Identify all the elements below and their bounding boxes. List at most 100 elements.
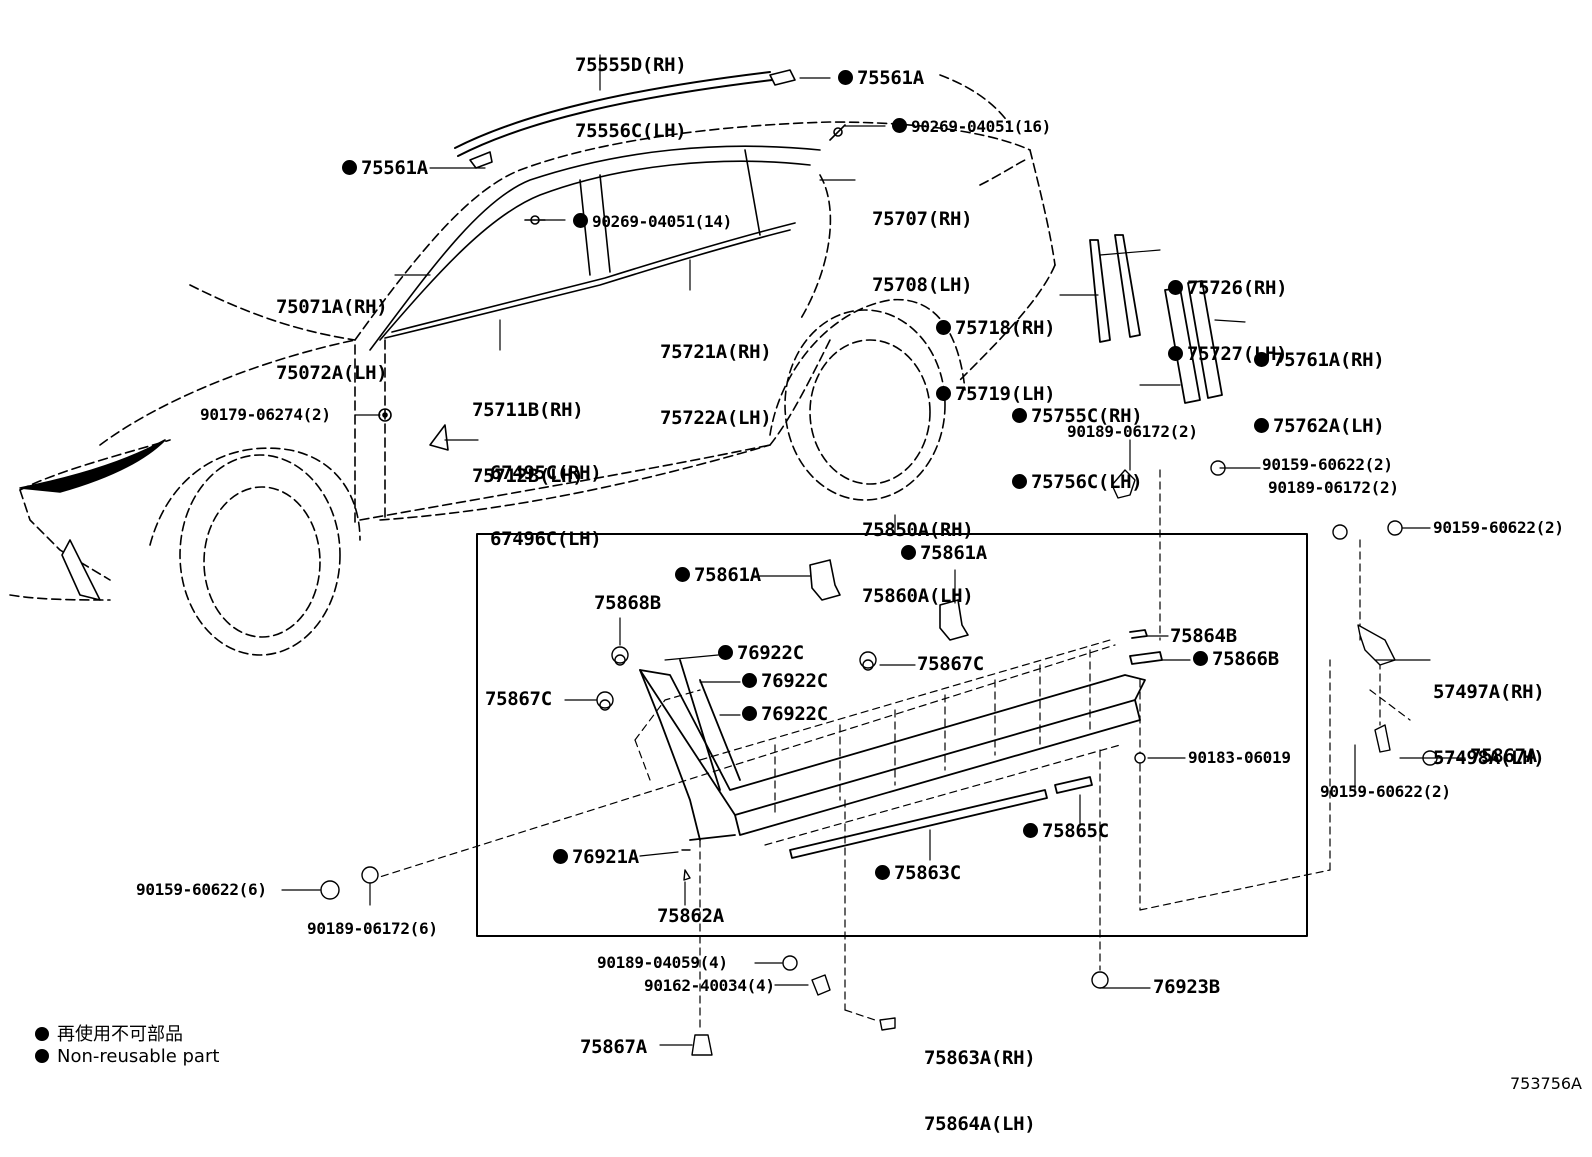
fasteners	[320, 460, 1438, 1056]
label-75718: 75718(RH) 75719(LH)	[936, 273, 1056, 427]
label-75863c: 75863C	[875, 862, 961, 884]
nonreusable-dot-icon	[936, 320, 951, 335]
label-75761-lh: 75762A(LH)	[1273, 415, 1385, 437]
label-75711: 75711B(RH) 75712B(LH)	[472, 355, 584, 509]
assembly-box	[476, 533, 1308, 937]
label-75071: 75071A(RH) 75072A(LH)	[276, 252, 388, 406]
label-75865: 75865C	[1023, 820, 1109, 842]
nonreusable-dot-icon	[901, 545, 916, 560]
label-75711-rh: 75711B(RH)	[472, 399, 584, 421]
parts-diagram: 75555D(RH) 75556C(LH) 75561A 90269-04051…	[9, 10, 1582, 1135]
label-90159-l: 90159-60622(6)	[136, 880, 267, 899]
label-75721-rh: 75721A(RH)	[660, 341, 772, 363]
label-75850-lh: 75860A(LH)	[862, 585, 974, 607]
label-76921: 76921A	[553, 846, 639, 868]
label-75721: 75721A(RH) 75722A(LH)	[660, 297, 772, 451]
label-text: 75561A	[361, 157, 428, 179]
label-57497-rh: 57497A(RH)	[1433, 681, 1545, 703]
nonreusable-dot-icon	[35, 1049, 49, 1063]
nonreusable-dot-icon	[35, 1027, 49, 1041]
label-75866: 75866B	[1193, 648, 1279, 670]
label-text: 76922C	[761, 670, 828, 692]
legend-en: Non-reusable part	[35, 1046, 219, 1067]
label-75863a: 75863A(RH) 75864A(LH)	[924, 1003, 1036, 1157]
label-75850-rh: 75850A(RH)	[862, 519, 974, 541]
nonreusable-dot-icon	[875, 865, 890, 880]
leader-lines	[354, 54, 1246, 441]
label-90159-r1: 90159-60622(2)	[1262, 455, 1393, 474]
nonreusable-dot-icon	[742, 706, 757, 721]
nonreusable-dot-icon	[573, 213, 588, 228]
assembly-dashes	[369, 469, 1411, 1031]
label-text: 90269-04051(14)	[592, 212, 732, 231]
label-76922-b: 76922C	[742, 670, 828, 692]
nonreusable-dot-icon	[1012, 474, 1027, 489]
label-67495-lh: 67496C(LH)	[490, 528, 602, 550]
legend-jp-text: 再使用不可部品	[57, 1024, 183, 1045]
label-75867a-b: 75867A	[580, 1036, 647, 1058]
rocker-panel	[639, 629, 1163, 859]
label-75555-rh: 75555D(RH)	[575, 54, 687, 76]
label-76923: 76923B	[1153, 976, 1220, 998]
label-text: 75861A	[920, 542, 987, 564]
nonreusable-dot-icon	[1168, 280, 1183, 295]
label-90189-r1: 90189-06172(2)	[1067, 422, 1198, 441]
label-text: 75561A	[857, 67, 924, 89]
label-75561-top: 75561A	[838, 67, 924, 89]
nonreusable-dot-icon	[892, 118, 907, 133]
label-90189-r2: 90189-06172(2)	[1268, 478, 1399, 497]
label-75863a-lh: 75864A(LH)	[924, 1113, 1036, 1135]
label-75711-lh: 75712B(LH)	[472, 465, 584, 487]
nonreusable-dot-icon	[838, 70, 853, 85]
label-text: 75863C	[894, 862, 961, 884]
small-clips	[378, 124, 846, 451]
label-75862: 75862A	[657, 905, 724, 927]
label-67495: 67495C(RH) 67496C(LH)	[490, 418, 602, 572]
nonreusable-dot-icon	[718, 645, 733, 660]
label-75721-lh: 75722A(LH)	[660, 407, 772, 429]
label-75864b: 75864B	[1170, 625, 1237, 647]
label-text: 76922C	[761, 703, 828, 725]
label-90159-r3: 90159-60622(2)	[1320, 782, 1451, 801]
nonreusable-dot-icon	[1254, 352, 1269, 367]
label-75867a-r: 75867A	[1470, 745, 1537, 767]
label-75868: 75868B	[594, 592, 661, 614]
label-75561-left: 75561A	[342, 157, 428, 179]
label-75071-rh: 75071A(RH)	[276, 296, 388, 318]
label-90189-l: 90189-06172(6)	[307, 919, 438, 938]
nonreusable-dot-icon	[553, 849, 568, 864]
label-76922-c: 76922C	[742, 703, 828, 725]
label-75755: 75755C(RH) 75756C(LH)	[1012, 361, 1143, 515]
label-75761-rh: 75761A(RH)	[1273, 349, 1385, 371]
nonreusable-dot-icon	[936, 386, 951, 401]
label-text: 90269-04051(16)	[911, 117, 1051, 136]
diagram-code: 753756A	[1509, 1074, 1582, 1093]
roof-molding	[454, 69, 796, 169]
nonreusable-dot-icon	[675, 567, 690, 582]
label-75555: 75555D(RH) 75556C(LH)	[575, 10, 687, 164]
label-75707-rh: 75707(RH)	[872, 208, 973, 230]
label-75718-rh: 75718(RH)	[955, 317, 1056, 339]
label-75850: 75850A(RH) 75860A(LH)	[862, 475, 974, 629]
label-90159-r2: 90159-60622(2)	[1433, 518, 1564, 537]
label-57497-lh: 57498A(LH)	[1433, 747, 1545, 769]
label-90269-16: 90269-04051(16)	[892, 117, 1051, 137]
label-67495-rh: 67495C(RH)	[490, 462, 602, 484]
nonreusable-dot-icon	[1168, 346, 1183, 361]
label-text: 75861A	[694, 564, 761, 586]
label-text: 76921A	[572, 846, 639, 868]
label-text: 75865C	[1042, 820, 1109, 842]
diagram-drawing	[9, 54, 1466, 1056]
leader-lines-lower	[281, 439, 1466, 1046]
label-75071-lh: 75072A(LH)	[276, 362, 388, 384]
label-90189-04059: 90189-04059(4)	[597, 953, 728, 972]
label-75555-lh: 75556C(LH)	[575, 120, 687, 142]
label-75761: 75761A(RH) 75762A(LH)	[1254, 305, 1385, 459]
label-75861-b: 75861A	[901, 542, 987, 564]
label-75718-lh: 75719(LH)	[955, 383, 1056, 405]
label-75863a-rh: 75863A(RH)	[924, 1047, 1036, 1069]
label-75726-rh: 75726(RH)	[1187, 277, 1288, 299]
label-75755-rh: 75755C(RH)	[1031, 405, 1143, 427]
label-90183: 90183-06019	[1188, 748, 1291, 767]
label-text: 75866B	[1212, 648, 1279, 670]
